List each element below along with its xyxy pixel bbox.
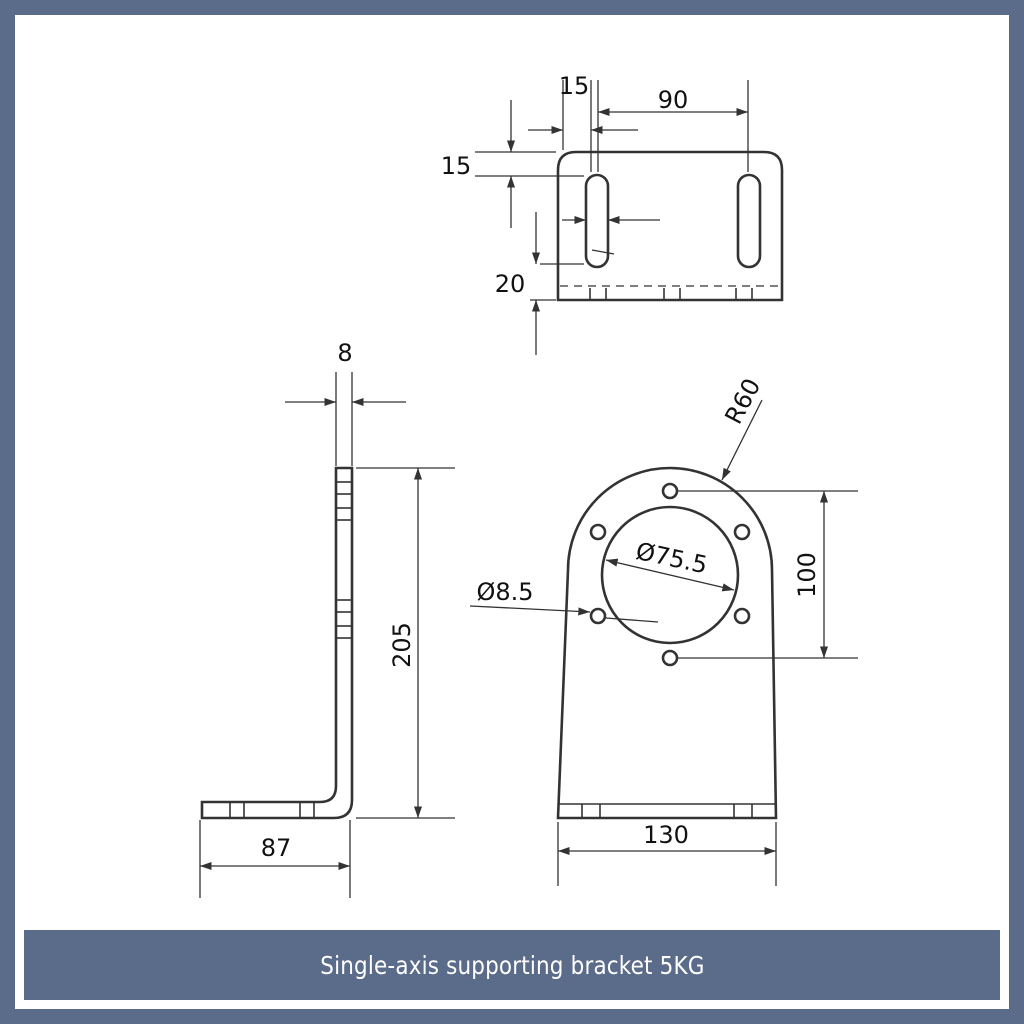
dim-bore: Ø75.5 — [633, 537, 710, 579]
dim-top-width: 90 — [658, 86, 689, 114]
top-view-slot-right — [736, 173, 762, 269]
dim-hole-spacing: 100 — [793, 552, 821, 598]
caption-text: Single-axis supporting bracket 5KG — [319, 950, 705, 980]
front-view-outline — [556, 466, 778, 820]
top-view-slot-left — [584, 173, 610, 269]
dim-radius: R60 — [719, 374, 766, 429]
dim-width: 130 — [643, 821, 689, 849]
side-view-profile — [200, 466, 354, 820]
dim-height: 205 — [388, 622, 416, 668]
dim-top-slot-offset: 15 — [559, 72, 590, 100]
front-view-foot-marks — [581, 804, 753, 818]
dim-hole: Ø8.5 — [476, 578, 533, 606]
dim-thickness: 8 — [337, 339, 352, 367]
side-view-hole-marks — [229, 481, 352, 818]
technical-drawing: 15 90 15 20 — [199, 72, 858, 898]
top-view: 15 90 15 20 — [441, 72, 784, 355]
side-view: 8 205 87 — [199, 339, 455, 898]
front-view: R60 Ø75.5 Ø8.5 100 130 — [469, 374, 858, 886]
top-view-outline — [556, 150, 784, 302]
dim-top-edge: 15 — [441, 152, 472, 180]
front-view-mounting-holes — [589, 482, 751, 667]
top-view-foot-marks — [589, 288, 753, 300]
caption-bar: Single-axis supporting bracket 5KG — [24, 930, 1000, 1000]
front-view-bore — [600, 505, 740, 645]
dim-foot: 87 — [261, 834, 292, 862]
dim-top-height: 20 — [495, 270, 526, 298]
